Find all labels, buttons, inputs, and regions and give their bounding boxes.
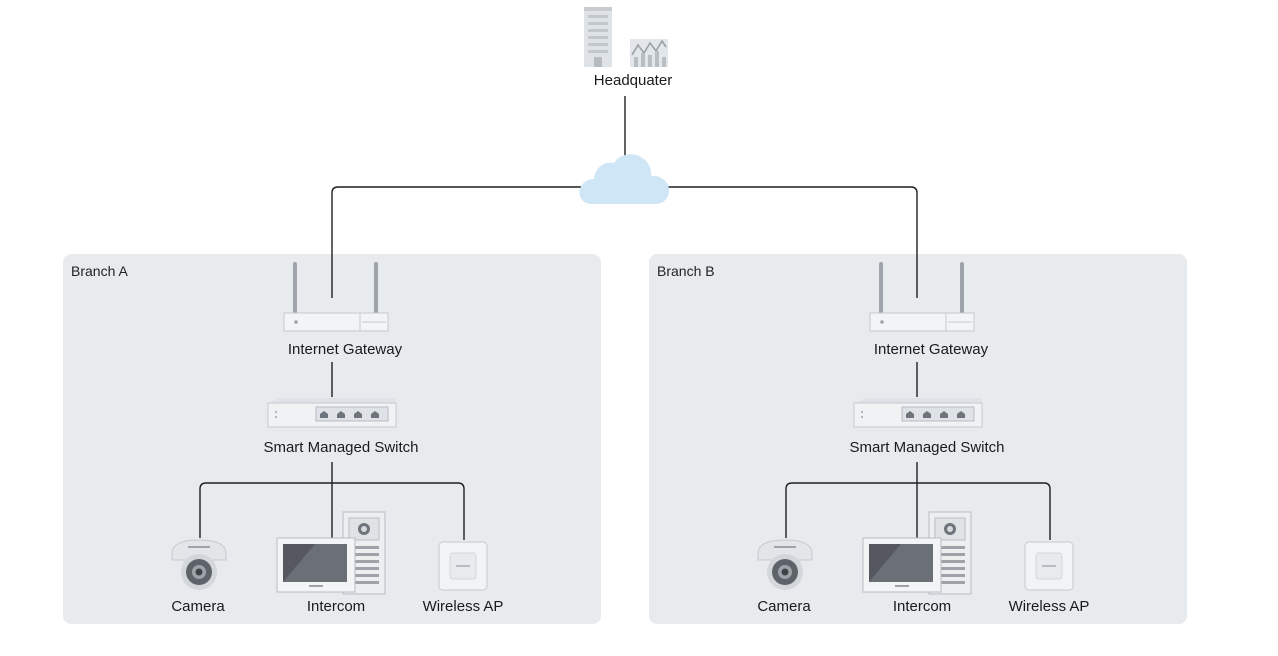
branch-a-gateway-icon xyxy=(283,262,389,332)
branch-b-gateway-label: Internet Gateway xyxy=(873,341,989,358)
headquarter-building-icon xyxy=(584,7,668,67)
cloud-branch-b-link xyxy=(668,186,918,298)
branch-a-device-bus xyxy=(199,482,465,540)
branch-a-intercom-label: Intercom xyxy=(306,598,366,615)
branch-a-intercom-icon xyxy=(276,511,386,595)
branch-a-camera-label: Camera xyxy=(171,598,225,615)
internet-cloud-icon xyxy=(579,154,670,204)
branch-b-camera-icon xyxy=(757,539,813,590)
branch-b-device-bus xyxy=(785,482,1051,540)
branch-b-intercom-icon xyxy=(862,511,972,595)
branch-a-camera-icon xyxy=(171,539,227,590)
branch-a-switch-icon xyxy=(267,398,397,428)
branch-b-wireless-ap-label: Wireless AP xyxy=(1008,598,1090,615)
branch-b-wireless-ap-icon xyxy=(1024,541,1074,591)
branch-b-label: Branch B xyxy=(657,263,715,279)
branch-b-camera-label: Camera xyxy=(757,598,811,615)
branch-a-gateway-label: Internet Gateway xyxy=(287,341,403,358)
cloud-branch-a-link xyxy=(331,186,582,298)
branch-b-switch-label: Smart Managed Switch xyxy=(849,439,1005,456)
branch-b-gateway-icon xyxy=(869,262,975,332)
headquarter-label: Headquater xyxy=(593,72,673,89)
branch-a-label: Branch A xyxy=(71,263,128,279)
branch-a-wireless-ap-label: Wireless AP xyxy=(422,598,504,615)
branch-a-switch-label: Smart Managed Switch xyxy=(263,439,419,456)
branch-b-intercom-label: Intercom xyxy=(892,598,952,615)
branch-a-wireless-ap-icon xyxy=(438,541,488,591)
branch-b-switch-icon xyxy=(853,398,983,428)
